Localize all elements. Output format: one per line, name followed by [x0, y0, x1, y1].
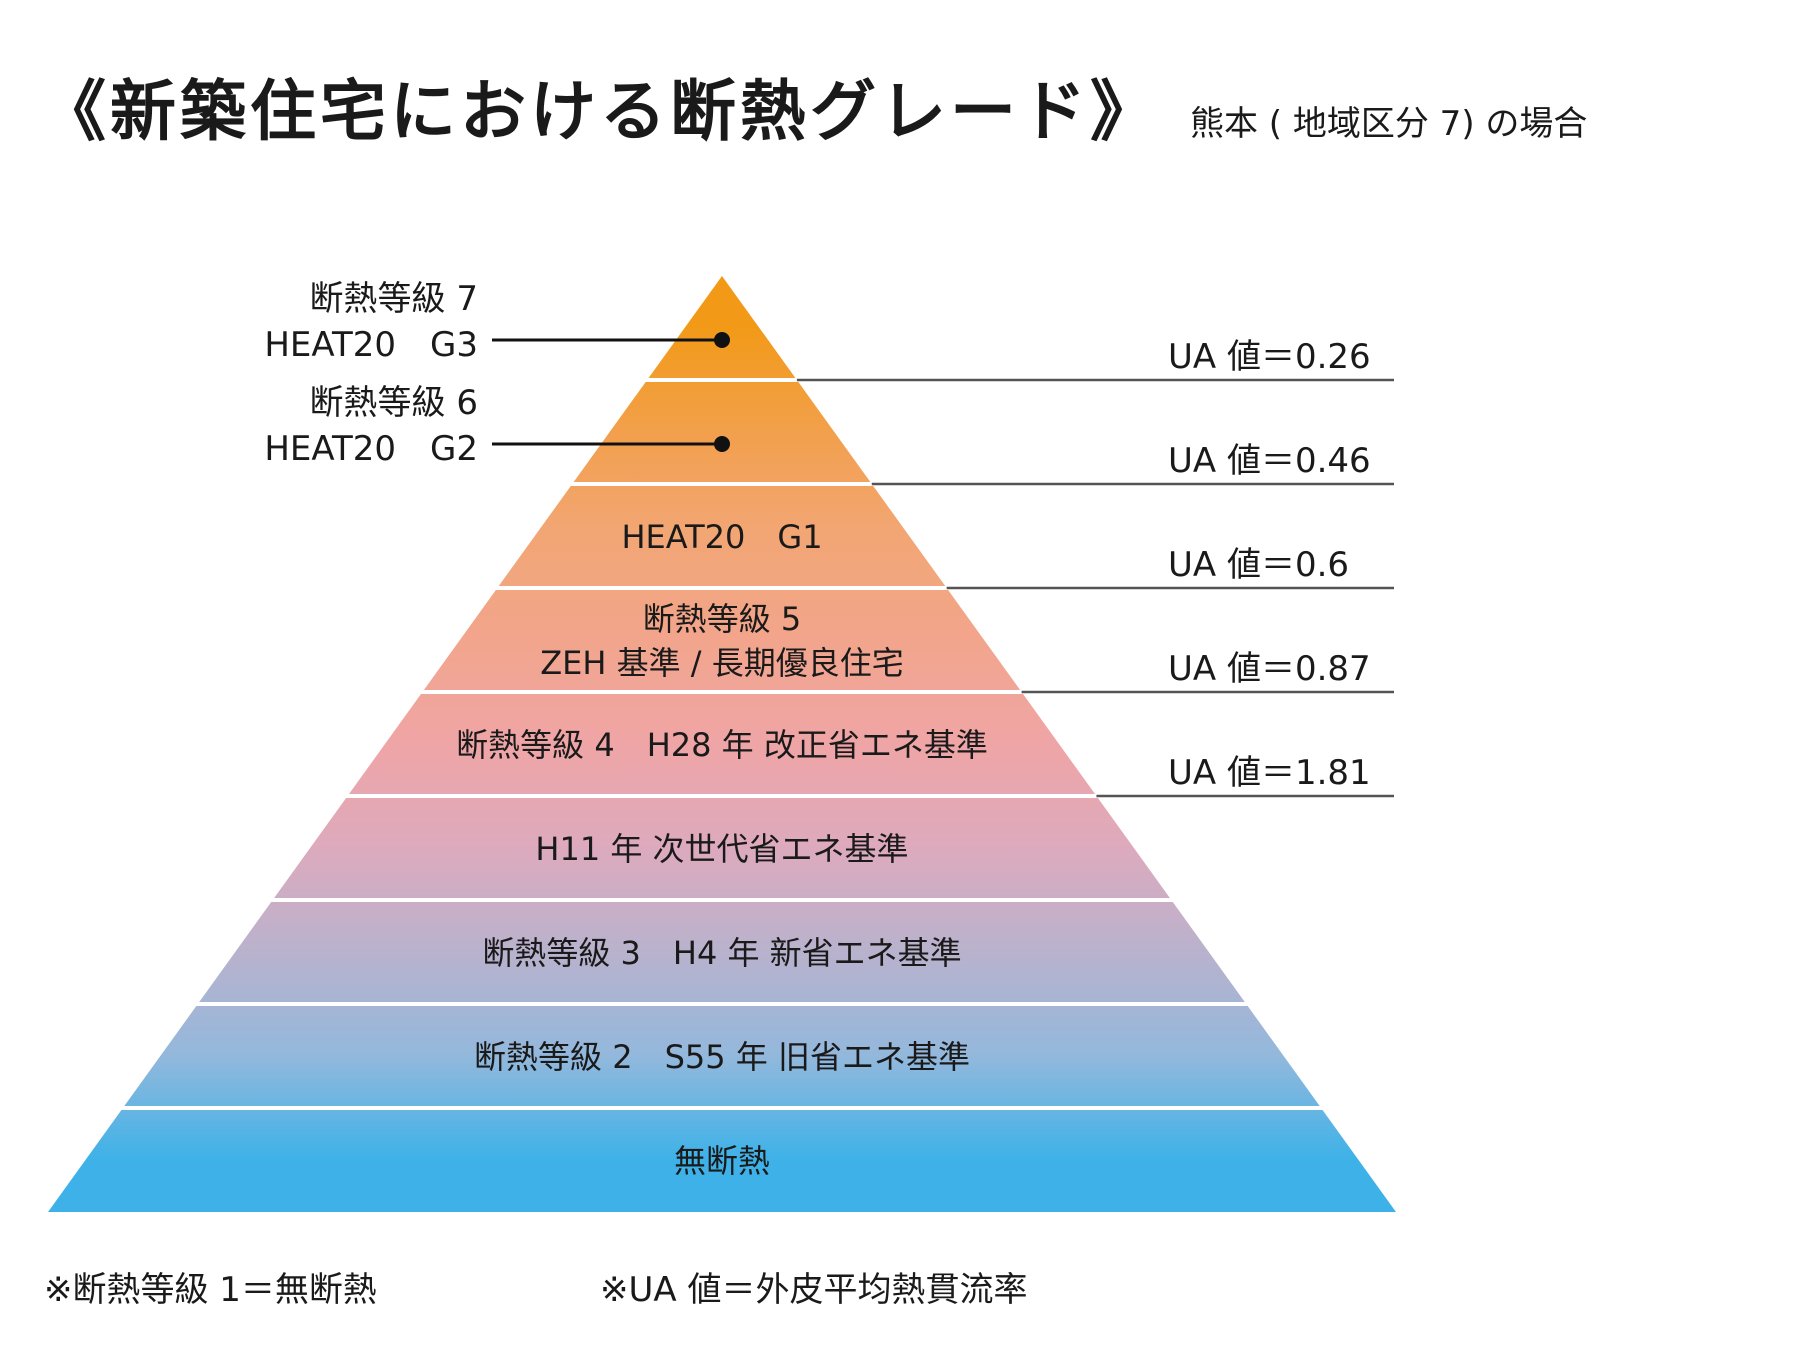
- pyramid-callouts: 断熱等級 7 HEAT20 G3 断熱等級 6 HEAT20 G2: [264, 279, 730, 469]
- ua-value-label: UA 値＝0.6: [1168, 545, 1349, 585]
- tier-callout-label: HEAT20 G2: [264, 429, 478, 469]
- tier-label: 断熱等級 4 H28 年 改正省エネ基準: [456, 726, 988, 764]
- ua-value-label: UA 値＝0.26: [1168, 337, 1371, 377]
- tier-label: 断熱等級 5: [643, 600, 802, 638]
- ua-value-label: UA 値＝0.87: [1168, 649, 1371, 689]
- footnote-ua-definition: ※UA 値＝外皮平均熱貫流率: [600, 1270, 1028, 1310]
- tier-label: 断熱等級 3 H4 年 新省エネ基準: [482, 934, 961, 972]
- tier-label: ZEH 基準 / 長期優良住宅: [540, 644, 904, 682]
- tier-label: H11 年 次世代省エネ基準: [535, 830, 908, 868]
- footnote-grade-1: ※断熱等級 1＝無断熱: [44, 1270, 377, 1310]
- ua-value-label: UA 値＝0.46: [1168, 441, 1371, 481]
- tier-label: 無断熱: [674, 1142, 770, 1180]
- ua-value-label: UA 値＝1.81: [1168, 753, 1371, 793]
- tier-label: HEAT20 G1: [621, 518, 822, 556]
- diagram-subtitle: 熊本 ( 地域区分 7) の場合: [1190, 104, 1588, 144]
- tier-callout-label: 断熱等級 7: [310, 279, 478, 319]
- diagram-title: 《新築住宅における断熱グレード》: [40, 73, 1160, 150]
- pyramid-body: [48, 276, 1396, 1212]
- tier-label: 断熱等級 2 S55 年 旧省エネ基準: [474, 1038, 970, 1076]
- tier-callout-label: HEAT20 G3: [264, 325, 478, 365]
- ua-value-lines: UA 値＝0.26 UA 値＝0.46 UA 値＝0.6 UA 値＝0.87 UA 値＝…: [796, 337, 1394, 798]
- tier-callout-label: 断熱等級 6: [310, 383, 478, 423]
